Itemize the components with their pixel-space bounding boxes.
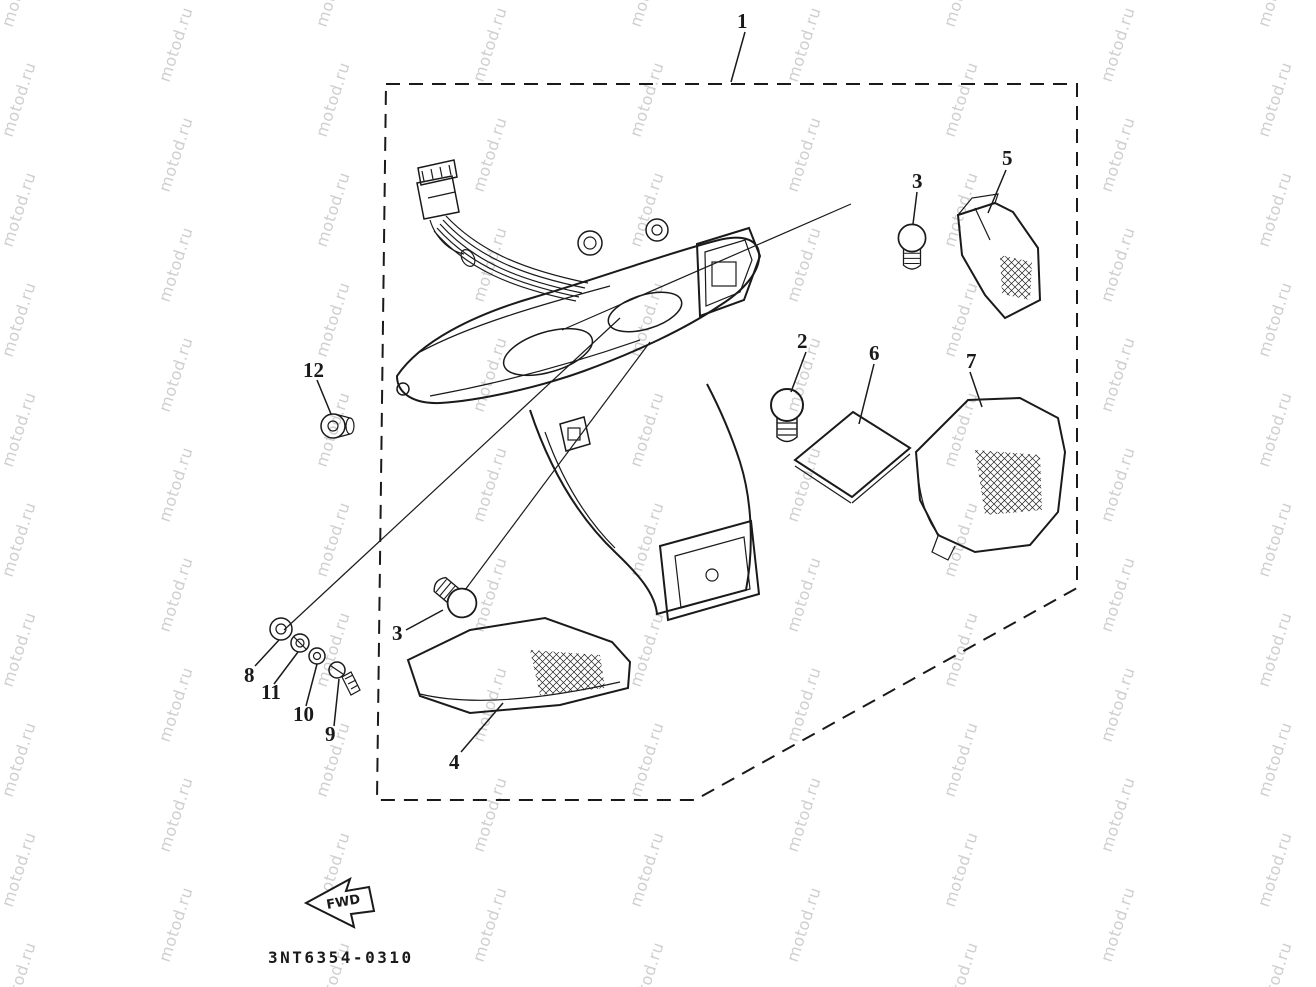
construction-lines [283,203,852,631]
washer-part10 [308,647,326,665]
fwd-arrow: FWD [303,876,376,929]
diagram-code: 3NT6354-0310 [268,948,414,967]
part-label-9: 9 [325,722,336,746]
wire-clip [460,249,476,267]
leader-part1 [730,31,746,83]
mount-hole-left-tab [396,382,410,396]
part-label-7: 7 [966,349,977,373]
bulb-part3-bottom [433,576,478,619]
bulb-socket-right [645,218,669,242]
leader-lines [254,169,1007,753]
fwd-arrow-label: FWD [325,892,361,913]
license-plate-bracket [658,519,761,622]
part-labels: 1 2 3 3 4 5 6 7 8 9 10 11 12 [244,9,1013,774]
part-label-6: 6 [869,341,880,365]
housing-opening-right [607,291,683,333]
screw-part9 [328,661,361,696]
lens-part7 [914,396,1067,561]
part-label-8: 8 [244,663,255,687]
lens-part5 [956,193,1042,320]
washer-part11 [290,633,310,653]
packing-plate-part6 [793,410,912,504]
taillight-housing [395,218,762,452]
wiring-connector [416,159,460,220]
mid-bracket [559,416,591,452]
part-label-10: 10 [293,702,314,726]
part-label-11: 11 [261,680,281,704]
part-label-12: 12 [303,358,324,382]
part-label-4: 4 [449,750,460,774]
part-label-1: 1 [737,9,748,33]
grommet-part12 [320,413,355,439]
bulb-socket-left [577,230,603,256]
taillight-unit-window [711,261,737,287]
lens-part4 [406,616,632,715]
assembly-boundary-dashed [375,31,1078,801]
washer-part8 [269,617,293,641]
plate-bracket-hole [705,568,719,582]
part-label-5: 5 [1002,146,1013,170]
housing-opening-left [502,327,594,377]
part-label-2: 2 [797,329,808,353]
bulb-part2 [770,388,804,443]
part-label-3-bottom: 3 [392,621,403,645]
part-label-3-top: 3 [912,169,923,193]
taillight-unit-box [695,226,762,318]
wire-harness [429,215,589,302]
rear-fender [529,383,761,622]
bulb-part3-top [897,223,927,270]
